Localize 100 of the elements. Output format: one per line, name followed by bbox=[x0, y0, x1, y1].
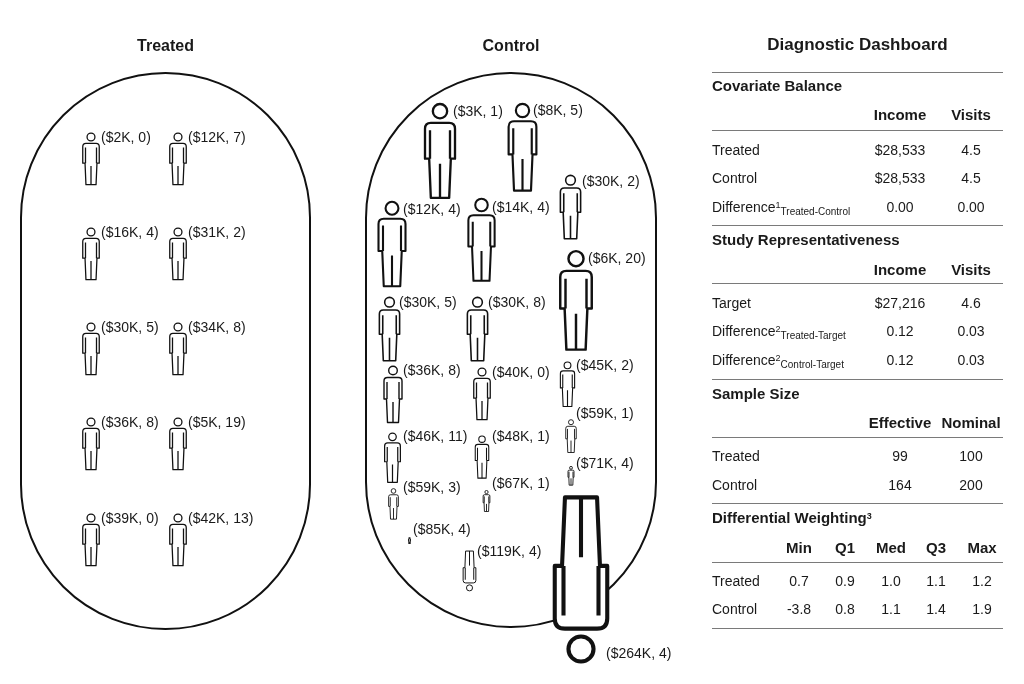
person-icon bbox=[80, 322, 102, 377]
point-label: ($6K, 20) bbox=[588, 250, 646, 266]
point-label: ($45K, 2) bbox=[576, 357, 634, 373]
column-header: Med bbox=[876, 539, 906, 557]
column-header: Min bbox=[786, 539, 812, 557]
table-value: 4.6 bbox=[961, 294, 981, 312]
person-icon bbox=[464, 296, 491, 363]
point-label: ($40K, 0) bbox=[492, 364, 550, 380]
table-value: $28,533 bbox=[874, 169, 926, 187]
column-header: Max bbox=[967, 539, 997, 557]
table-value: 4.5 bbox=[961, 169, 981, 187]
column-header: Income bbox=[873, 261, 927, 279]
person-icon bbox=[80, 417, 102, 472]
column-header: Visits bbox=[951, 106, 991, 124]
group-title: Treated bbox=[137, 36, 194, 56]
point-label: ($36K, 8) bbox=[101, 414, 159, 430]
person-icon bbox=[557, 174, 584, 241]
person-icon bbox=[167, 322, 189, 377]
person-icon bbox=[471, 367, 493, 422]
column-header: Income bbox=[873, 106, 927, 124]
point-label: ($30K, 2) bbox=[582, 173, 640, 189]
row-label: Treated bbox=[712, 141, 760, 159]
table-value: 0.12 bbox=[886, 322, 914, 340]
table-value: 4.5 bbox=[961, 141, 981, 159]
section-heading: Study Representativeness bbox=[712, 231, 900, 249]
point-label: ($46K, 11) bbox=[403, 428, 468, 444]
table-value: 0.7 bbox=[789, 572, 809, 590]
column-header: Nominal bbox=[941, 414, 1001, 432]
section-heading: Differential Weighting$^{3}$ bbox=[712, 509, 872, 527]
table-value: -3.8 bbox=[786, 600, 812, 618]
table-value: 0.03 bbox=[957, 322, 985, 340]
point-label: ($3K, 1) bbox=[453, 103, 503, 119]
point-label: ($30K, 5) bbox=[101, 319, 159, 335]
point-label: ($12K, 4) bbox=[403, 201, 461, 217]
section-heading: Sample Size bbox=[712, 385, 800, 403]
person-icon bbox=[167, 227, 189, 282]
row-label: Target bbox=[712, 294, 751, 312]
point-label: ($8K, 5) bbox=[533, 102, 583, 118]
column-header: Q1 bbox=[835, 539, 855, 557]
person-icon bbox=[558, 361, 577, 408]
point-label: ($14K, 4) bbox=[492, 199, 550, 215]
person-icon bbox=[461, 550, 478, 592]
point-label: ($42K, 13) bbox=[188, 510, 254, 526]
table-value: $27,216 bbox=[874, 294, 926, 312]
point-label: ($119K, 4) bbox=[477, 543, 542, 559]
table-value: 1.1 bbox=[926, 572, 946, 590]
person-icon bbox=[482, 490, 491, 513]
table-value: 0.00 bbox=[886, 198, 914, 216]
person-icon bbox=[473, 435, 491, 480]
table-value: 0.00 bbox=[957, 198, 985, 216]
table-value: $28,533 bbox=[874, 141, 926, 159]
point-label: ($30K, 8) bbox=[488, 294, 546, 310]
point-label: ($59K, 3) bbox=[403, 479, 461, 495]
column-header: Visits bbox=[951, 261, 991, 279]
table-value: 1.4 bbox=[926, 600, 946, 618]
person-icon bbox=[80, 513, 102, 568]
row-label: Control bbox=[712, 169, 758, 187]
table-value: 0.8 bbox=[835, 600, 855, 618]
point-label: ($5K, 19) bbox=[188, 414, 246, 430]
table-value: 0.03 bbox=[957, 351, 985, 369]
table-value: 1.9 bbox=[972, 600, 992, 618]
person-icon bbox=[387, 488, 400, 520]
person-icon bbox=[80, 227, 102, 282]
table-value: 200 bbox=[959, 476, 983, 494]
row-label: Treated bbox=[712, 447, 760, 465]
row-label: Control bbox=[712, 476, 758, 494]
point-label: ($48K, 1) bbox=[492, 428, 550, 444]
point-label: ($39K, 0) bbox=[101, 510, 159, 526]
table-value: 0.9 bbox=[835, 572, 855, 590]
point-label: ($71K, 4) bbox=[576, 455, 634, 471]
group-title: Control bbox=[482, 36, 540, 56]
table-value: 164 bbox=[888, 476, 912, 494]
point-label: ($264K, 4) bbox=[606, 645, 672, 661]
section-heading: Covariate Balance bbox=[712, 77, 843, 95]
person-icon bbox=[382, 432, 403, 484]
person-icon bbox=[167, 513, 189, 568]
row-label: Control bbox=[712, 600, 758, 618]
dashboard-title: Diagnostic Dashboard bbox=[767, 36, 948, 54]
point-label: ($67K, 1) bbox=[492, 475, 550, 491]
column-header: Effective bbox=[868, 414, 932, 432]
person-icon bbox=[408, 537, 411, 545]
person-icon bbox=[80, 132, 102, 187]
table-value: 99 bbox=[892, 447, 908, 465]
point-label: ($31K, 2) bbox=[188, 224, 246, 240]
point-label: ($85K, 4) bbox=[413, 521, 471, 537]
column-header: Q3 bbox=[926, 539, 946, 557]
row-label: Treated bbox=[712, 572, 760, 590]
person-icon bbox=[564, 419, 578, 454]
point-label: ($59K, 1) bbox=[576, 405, 634, 421]
point-label: ($34K, 8) bbox=[188, 319, 246, 335]
table-value: 100 bbox=[959, 447, 983, 465]
person-icon bbox=[567, 466, 575, 486]
point-label: ($36K, 8) bbox=[403, 362, 461, 378]
table-value: 1.0 bbox=[881, 572, 901, 590]
point-label: ($2K, 0) bbox=[101, 129, 151, 145]
point-label: ($12K, 7) bbox=[188, 129, 246, 145]
point-label: ($30K, 5) bbox=[399, 294, 457, 310]
table-value: 1.2 bbox=[972, 572, 992, 590]
person-icon bbox=[167, 132, 189, 187]
table-value: 0.12 bbox=[886, 351, 914, 369]
